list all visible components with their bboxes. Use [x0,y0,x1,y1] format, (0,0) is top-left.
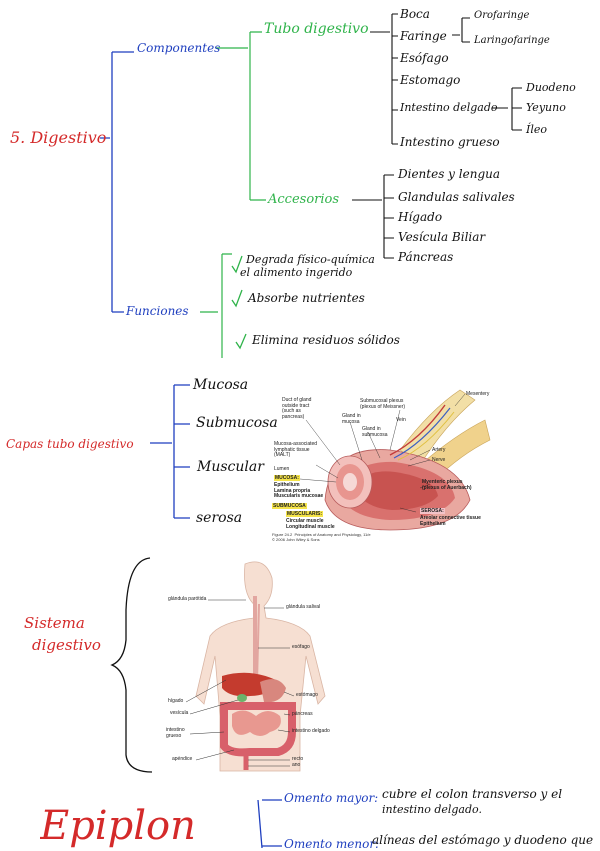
accesorio-vesicula: Vesícula Biliar [398,230,486,244]
fig-label-muscularis-items: Circular muscle Longitudinal muscle [286,518,335,530]
delgado-sub-yeyuno: Yeyuno [526,101,566,114]
funciones-label: Funciones [126,304,189,318]
omento-mayor-text-line1: cubre el colon transverso y el [382,787,563,801]
capas-title: Capas tubo digestivo [6,437,134,451]
fig-label-gland-mucosa: Gland in mucosa [342,413,361,425]
sys-label-estomago: estómago [296,692,318,698]
sys-label-higado: hígado [168,698,184,704]
accesorio-dientes: Dientes y lengua [398,167,501,181]
fig-label-mucosa-head: MUCOSA: [274,475,300,481]
funcion-1-line2: el alimento ingerido [240,266,353,279]
fig-label-serosa-head: SEROSA: [420,508,445,514]
tubo-item-boca: Boca [400,7,430,21]
fig-label-duct: Duct of gland outside tract (such as pan… [282,397,312,420]
accesorios-title: Accesorios [268,192,340,207]
tubo-item-faringe: Faringe [400,29,447,43]
fig-label-mesentery: Mesentery [466,391,490,397]
fig-label-nerve: Nerve [432,457,446,463]
digestivo-title: 5. Digestivo [10,128,107,147]
fig-label-muscularis-head: MUSCULARIS: [286,511,323,517]
tubo-item-esofago: Esófago [400,51,449,65]
capa-muscular: Muscular [197,459,264,475]
epiplon-title: Epiplon [40,806,196,848]
accesorio-pancreas: Páncreas [398,250,454,264]
body-silhouette [185,561,326,772]
sys-label-apendice: apéndice [172,756,193,762]
faringe-sub-orofaringe: Orofaringe [474,10,530,21]
capa-mucosa: Mucosa [193,377,249,393]
funcion-1-line1: Degrada físico-química [246,253,375,266]
delgado-sub-ileo: Íleo [526,123,547,136]
sys-label-pancreas: páncreas [292,711,313,717]
omento-mayor-text-line2: intestino delgado. [382,803,482,816]
tubo-digestivo-title: Tubo digestivo [264,21,369,37]
sys-label-intestino-delgado: intestino delgado [292,728,330,734]
fig-label-lumen: Lumen [274,466,290,472]
accesorio-glandulas: Glandulas salivales [398,190,515,204]
omento-menor-text: alíneas del estómago y duodeno que [372,833,594,847]
omento-mayor-label: Omento mayor: [284,791,379,805]
fig-label-submucosa-head: SUBMUCOSA [272,503,307,509]
sys-label-ano: ano [292,762,301,768]
componentes-label: Componentes [137,41,221,55]
faringe-sub-laringofaringe: Laringofaringe [474,35,550,46]
tubo-item-intestino-grueso: Intestino grueso [400,135,500,149]
capa-serosa: serosa [196,510,243,526]
fig-caption: Figure 24.2 Principles of Anatomy and Ph… [272,532,371,542]
tubo-item-intestino-delgado: Intestino delgado [400,101,498,114]
fig-label-artery: Artery [432,447,446,453]
delgado-sub-duodeno: Duodeno [526,81,576,94]
funcion-2: Absorbe nutrientes [248,291,365,305]
sys-label-vesicula: vesícula [170,710,189,716]
gi-wall-figure: Duct of gland outside tract (such as pan… [270,380,498,542]
sys-label-salival: glándula salival [286,604,321,610]
fig-label-mucosa-items: Epithelium Lamina propria Muscularis muc… [274,482,324,499]
accesorio-higado: Hígado [398,210,443,224]
digestive-system-figure: glándula parótida glándula salival esófa… [160,556,360,776]
fig-label-malt: Mucosa-associated lymphatic tissue (MALT… [274,441,318,458]
sys-label-esofago: esófago [292,644,310,650]
tubo-item-estomago: Estomago [400,73,461,87]
sistema-title-line2: digestivo [32,636,101,654]
capa-submucosa: Submucosa [196,415,278,431]
funcion-3: Elimina residuos sólidos [252,333,400,347]
sys-label-parotida: glándula parótida [168,596,207,602]
omento-menor-label: Omento menor: [284,837,380,851]
sistema-title-line1: Sistema [24,614,85,632]
sys-label-intestino-grueso: intestino grueso [166,727,185,739]
fig-label-vein: Vein [396,417,406,423]
gi-wall-illustration [299,389,491,531]
sys-label-recto: recto [292,756,304,762]
fig-label-submucosal-plexus: Submucosal plexus (plexus of Meissner) [360,398,406,410]
fig-label-serosa-items: Areolar connective tissue Epithelium [420,515,481,527]
fig-label-gland-submucosa: Gland in submucosa [362,426,388,438]
fig-label-myenteric: Myenteric plexus (plexus of Auerbach) [422,479,472,491]
